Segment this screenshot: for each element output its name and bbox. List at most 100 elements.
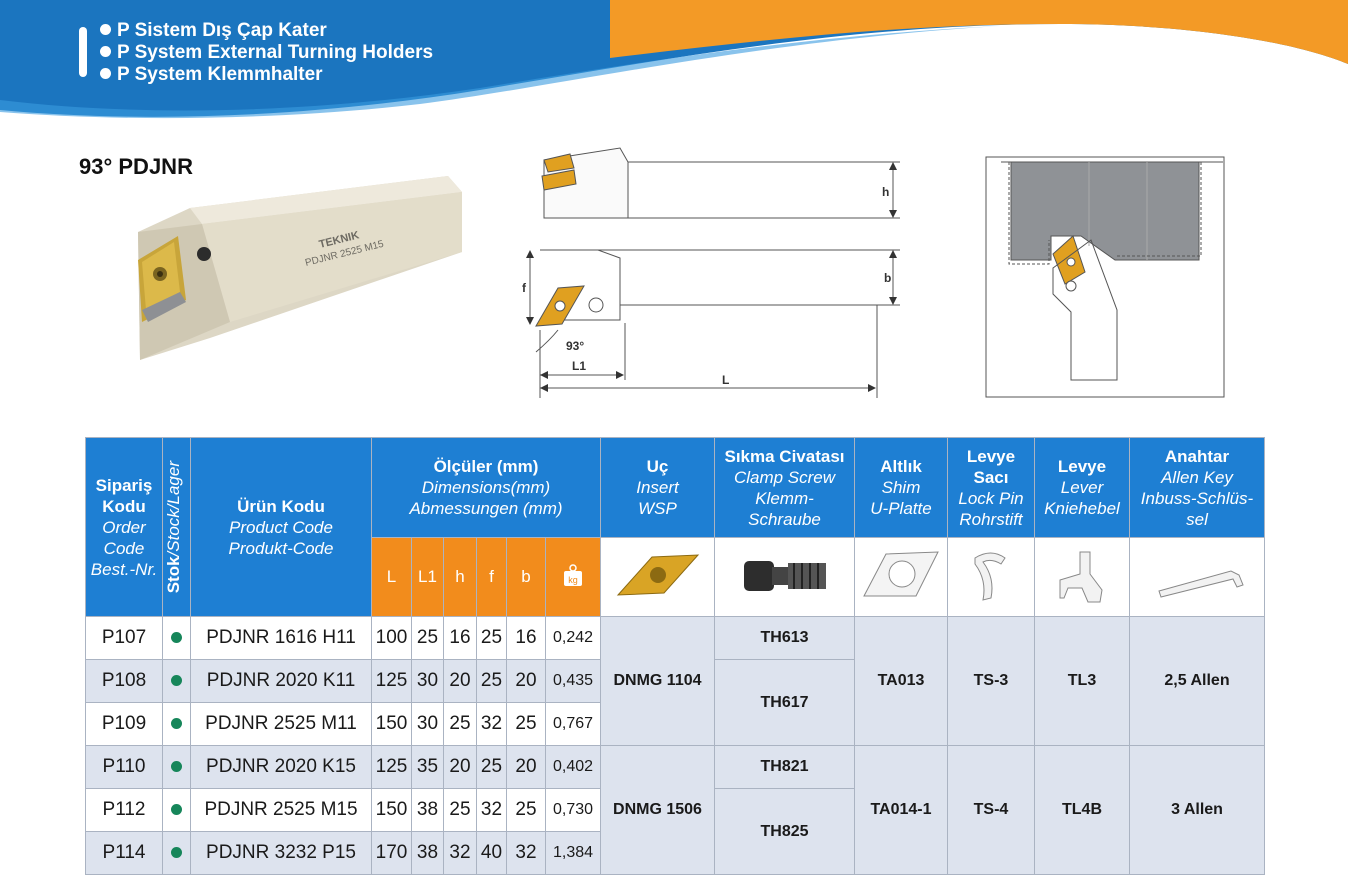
dim-f: 25 <box>476 616 507 660</box>
product-code: PDJNR 2020 K11 <box>190 659 372 703</box>
dim-l1: 25 <box>411 616 444 660</box>
lever-image-cell <box>1034 537 1130 617</box>
dim-h: 20 <box>443 659 477 703</box>
table-row: P107 PDJNR 1616 H11 100 25 16 25 16 0,24… <box>85 616 1265 746</box>
shim-code: TA014-1 <box>854 745 948 875</box>
dim-l1: 38 <box>411 788 444 832</box>
lever-code: TL4B <box>1034 745 1130 875</box>
dim-h: 25 <box>443 702 477 746</box>
weight: 0,242 <box>545 616 601 660</box>
stock-cell <box>162 702 191 746</box>
weight: 1,384 <box>545 831 601 875</box>
bullet-icon <box>100 46 111 57</box>
header-banner: P Sistem Dış Çap Kater P System External… <box>0 0 1348 130</box>
tool-holder-photo: TEKNIK PDJNR 2525 M15 <box>138 176 462 360</box>
clamp-screw-image-cell <box>714 537 855 617</box>
header-accent-bar <box>79 27 87 77</box>
dim-f: 25 <box>476 745 507 789</box>
weight: 0,435 <box>545 659 601 703</box>
dim-l: 150 <box>371 788 412 832</box>
dim-l: 125 <box>371 659 412 703</box>
dim-l: 170 <box>371 831 412 875</box>
header-titles: P Sistem Dış Çap Kater P System External… <box>100 20 433 86</box>
insert-image-cell <box>600 537 715 617</box>
dim-b: 16 <box>506 616 546 660</box>
stock-dot-icon <box>171 718 182 729</box>
dim-b: 20 <box>506 659 546 703</box>
dim-l1: 35 <box>411 745 444 789</box>
dim-l: 125 <box>371 745 412 789</box>
dim-f: 25 <box>476 659 507 703</box>
dim-b: 20 <box>506 745 546 789</box>
dim-b: 32 <box>506 831 546 875</box>
dim-l1: 30 <box>411 702 444 746</box>
title-german: P System Klemmhalter <box>100 64 433 86</box>
col-header-l1: L1 <box>411 537 444 617</box>
col-header-f: f <box>476 537 507 617</box>
col-header-l: L <box>371 537 412 617</box>
order-code: P112 <box>85 788 163 832</box>
header-wave-graphic <box>0 0 1348 119</box>
lock-pin-code: TS-3 <box>947 616 1035 746</box>
lock-pin-icon <box>974 552 1006 601</box>
dim-f: 40 <box>476 831 507 875</box>
col-header-weight: kg <box>545 537 601 617</box>
col-header-b: b <box>506 537 546 617</box>
allen-key-icon <box>1158 569 1244 598</box>
stock-dot-icon <box>171 804 182 815</box>
dim-label-b: b <box>884 271 891 285</box>
title-turkish: P Sistem Dış Çap Kater <box>100 20 433 42</box>
allen-key-code: 2,5 Allen <box>1129 616 1265 746</box>
stock-cell <box>162 745 191 789</box>
lever-code: TL3 <box>1034 616 1130 746</box>
product-code: PDJNR 2525 M11 <box>190 702 372 746</box>
stock-cell <box>162 659 191 703</box>
technical-drawing: h b f 93° L1 L <box>522 147 900 398</box>
stock-dot-icon <box>171 632 182 643</box>
dim-f: 32 <box>476 788 507 832</box>
dim-b: 25 <box>506 702 546 746</box>
clamp-screw-code: TH617 <box>714 659 855 746</box>
header-dimensions: Ölçüler (mm) Dimensions(mm)Abmessungen (… <box>371 437 601 538</box>
weight-icon: kg <box>564 563 582 586</box>
svg-text:kg: kg <box>568 575 578 585</box>
lock-pin-image-cell <box>947 537 1035 617</box>
insert-icon <box>616 553 699 596</box>
product-code: PDJNR 1616 H11 <box>190 616 372 660</box>
clamp-screw-code: TH613 <box>714 616 855 660</box>
clamp-screw-code: TH821 <box>714 745 855 789</box>
lock-pin-code: TS-4 <box>947 745 1035 875</box>
product-code: PDJNR 2020 K15 <box>190 745 372 789</box>
dim-h: 20 <box>443 745 477 789</box>
title-english: P System External Turning Holders <box>100 42 433 64</box>
header-stock: Stok/Stock/Lager <box>162 437 191 617</box>
dim-l1: 38 <box>411 831 444 875</box>
dim-l: 150 <box>371 702 412 746</box>
order-code: P114 <box>85 831 163 875</box>
dim-h: 16 <box>443 616 477 660</box>
dim-h: 25 <box>443 788 477 832</box>
order-code: P108 <box>85 659 163 703</box>
order-code: P109 <box>85 702 163 746</box>
order-code: P107 <box>85 616 163 660</box>
allen-key-code: 3 Allen <box>1129 745 1265 875</box>
clamp-screw-icon <box>743 560 826 591</box>
dim-label-l: L <box>722 373 729 387</box>
stock-dot-icon <box>171 675 182 686</box>
dim-label-angle: 93° <box>566 339 584 353</box>
stock-cell <box>162 616 191 660</box>
table-row: P112 PDJNR 2525 M15 150 38 25 32 25 0,73… <box>85 788 1265 875</box>
order-code: P110 <box>85 745 163 789</box>
product-code: PDJNR 3232 P15 <box>190 831 372 875</box>
shim-code: TA013 <box>854 616 948 746</box>
clamp-screw-code: TH825 <box>714 788 855 875</box>
